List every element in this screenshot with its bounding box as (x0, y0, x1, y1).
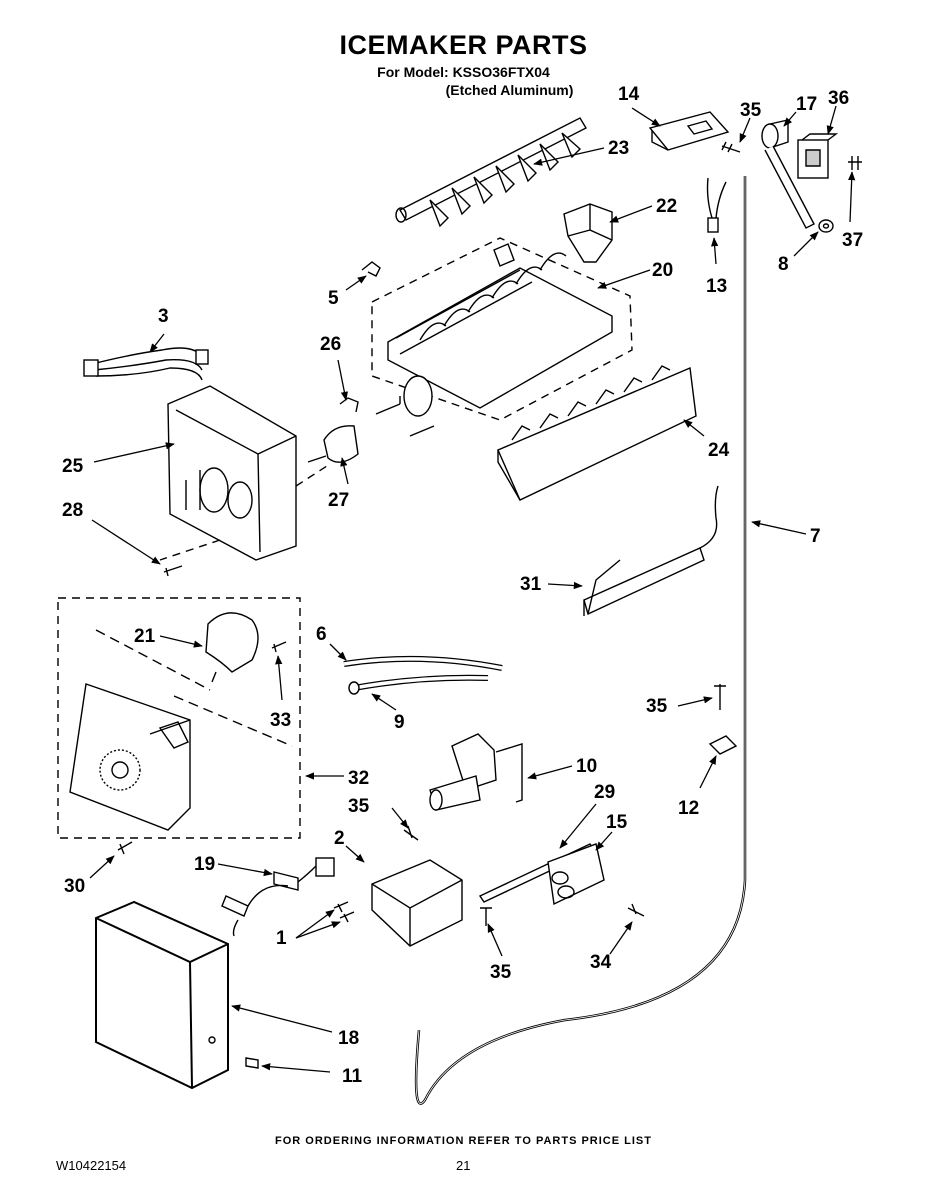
ordering-note: FOR ORDERING INFORMATION REFER TO PARTS … (275, 1135, 652, 1147)
callout-28: 28 (62, 500, 83, 521)
cover-18-part (95, 900, 229, 1090)
page-number: 21 (456, 1158, 471, 1173)
bracket-36-part (797, 133, 839, 179)
mold-cover-22-part (563, 203, 613, 263)
callout-10: 10 (576, 756, 597, 777)
callout-35: 35 (646, 696, 668, 717)
callout-27: 27 (328, 490, 349, 511)
callout-37: 37 (842, 230, 863, 251)
callout-32: 32 (348, 768, 369, 789)
screw-34-part (627, 903, 645, 917)
screw-35c-part (403, 825, 419, 841)
callout-11: 11 (342, 1066, 363, 1087)
cover-plate-part (648, 111, 730, 151)
screw-33-part (271, 641, 287, 653)
screw-35b-part (714, 684, 726, 710)
screw-30-part (117, 841, 133, 855)
callout-20: 20 (652, 260, 673, 281)
callout-13: 13 (706, 276, 727, 297)
screw-35d-part (480, 907, 492, 926)
callout-3: 3 (158, 306, 169, 327)
clip-5-part (361, 261, 381, 277)
module-kit-32-dashed-box (57, 597, 301, 839)
callout-24: 24 (708, 440, 730, 461)
callout-36: 36 (828, 88, 849, 109)
mold-outline-dashed (371, 237, 633, 421)
callout-15: 15 (606, 812, 628, 833)
callout-35: 35 (490, 962, 512, 983)
callout-5: 5 (328, 288, 339, 309)
document-number: W10422154 (56, 1158, 127, 1173)
heater-31-part (583, 485, 719, 616)
model-line: For Model: KSSO36FTX04 (377, 64, 550, 80)
callout-6: 6 (316, 624, 327, 645)
screw-28-part (163, 565, 183, 577)
fill-tube-part (761, 119, 815, 229)
ice-mold-20-part (375, 243, 613, 437)
screw-35a-part (721, 141, 741, 153)
callout-8: 8 (778, 254, 789, 275)
callout-33: 33 (270, 710, 291, 731)
module-housing-25-part (167, 385, 297, 561)
callout-34: 34 (590, 952, 612, 973)
callout-19: 19 (194, 854, 215, 875)
callout-29: 29 (594, 782, 615, 803)
clamp-12-part (708, 735, 738, 755)
callout-35: 35 (740, 100, 762, 121)
module-32-part (69, 683, 191, 831)
callout-25: 25 (62, 456, 84, 477)
wire-harness-3-part (83, 347, 209, 381)
callout-12: 12 (678, 798, 699, 819)
page-title: ICEMAKER PARTS (339, 30, 588, 60)
clip-26-part (339, 397, 359, 413)
washer-8-part (818, 219, 834, 233)
finish-line: (Etched Aluminum) (445, 82, 574, 98)
callout-14: 14 (618, 84, 640, 105)
screw-37-part (848, 156, 862, 170)
callout-7: 7 (810, 526, 821, 547)
gear-motor-27-part (307, 425, 359, 463)
callout-1: 1 (276, 928, 287, 949)
callout-17: 17 (796, 94, 817, 115)
plug-11-part (245, 1057, 259, 1069)
callout-2: 2 (334, 828, 345, 849)
callout-18: 18 (338, 1028, 359, 1049)
thermostat-13-part (706, 177, 727, 233)
callout-26: 26 (320, 334, 341, 355)
water-valve-10-part (429, 733, 523, 811)
callout-35: 35 (348, 796, 370, 817)
callout-22: 22 (656, 196, 677, 217)
callout-31: 31 (520, 574, 542, 595)
callout-23: 23 (608, 138, 629, 159)
ejector-part (395, 117, 587, 228)
cover-24-part (497, 365, 697, 501)
callout-30: 30 (64, 876, 85, 897)
bracket-15-part (547, 843, 605, 906)
motor-21-part (205, 612, 259, 683)
bracket-2-part (371, 859, 463, 947)
callout-21: 21 (134, 626, 156, 647)
wiring-19-part (221, 857, 335, 937)
callout-9: 9 (394, 712, 405, 733)
screws-1-part (333, 901, 355, 923)
